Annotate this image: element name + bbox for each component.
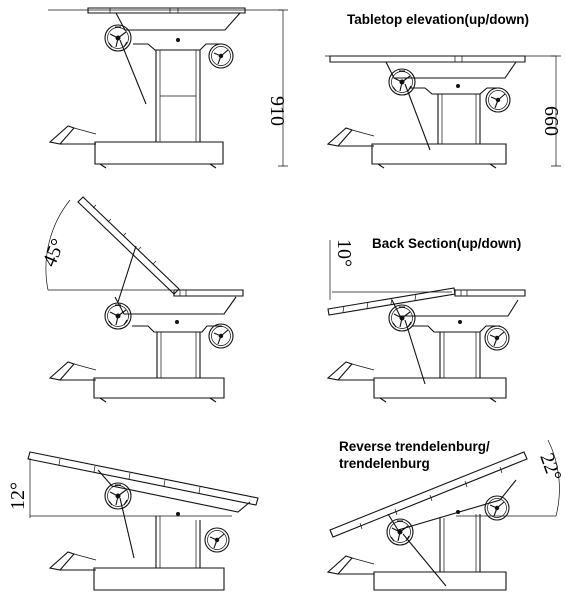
panel-trendelenburg bbox=[27, 451, 259, 591]
panel-back-down bbox=[327, 240, 526, 403]
panel-max-height bbox=[48, 7, 288, 169]
panel-min-height bbox=[325, 55, 561, 169]
panel-back-up bbox=[45, 196, 244, 403]
trend-angle-label: 12° bbox=[7, 482, 29, 510]
caption-elevation: Tabletop elevation(up/down) bbox=[347, 12, 529, 27]
back-down-angle-label: 10° bbox=[333, 239, 355, 267]
caption-back: Back Section(up/down) bbox=[372, 236, 521, 251]
panel-reverse-trendelenburg bbox=[327, 439, 560, 591]
max-height-label: 910 bbox=[266, 96, 288, 126]
reverse-trend-angle-label: 22° bbox=[535, 450, 565, 484]
back-up-angle-label: 45° bbox=[38, 236, 69, 270]
min-height-label: 660 bbox=[540, 106, 562, 136]
caption-trend-line1: Reverse trendelenburg/ bbox=[339, 439, 490, 454]
caption-trend-line2: trendelenburg bbox=[339, 456, 430, 471]
